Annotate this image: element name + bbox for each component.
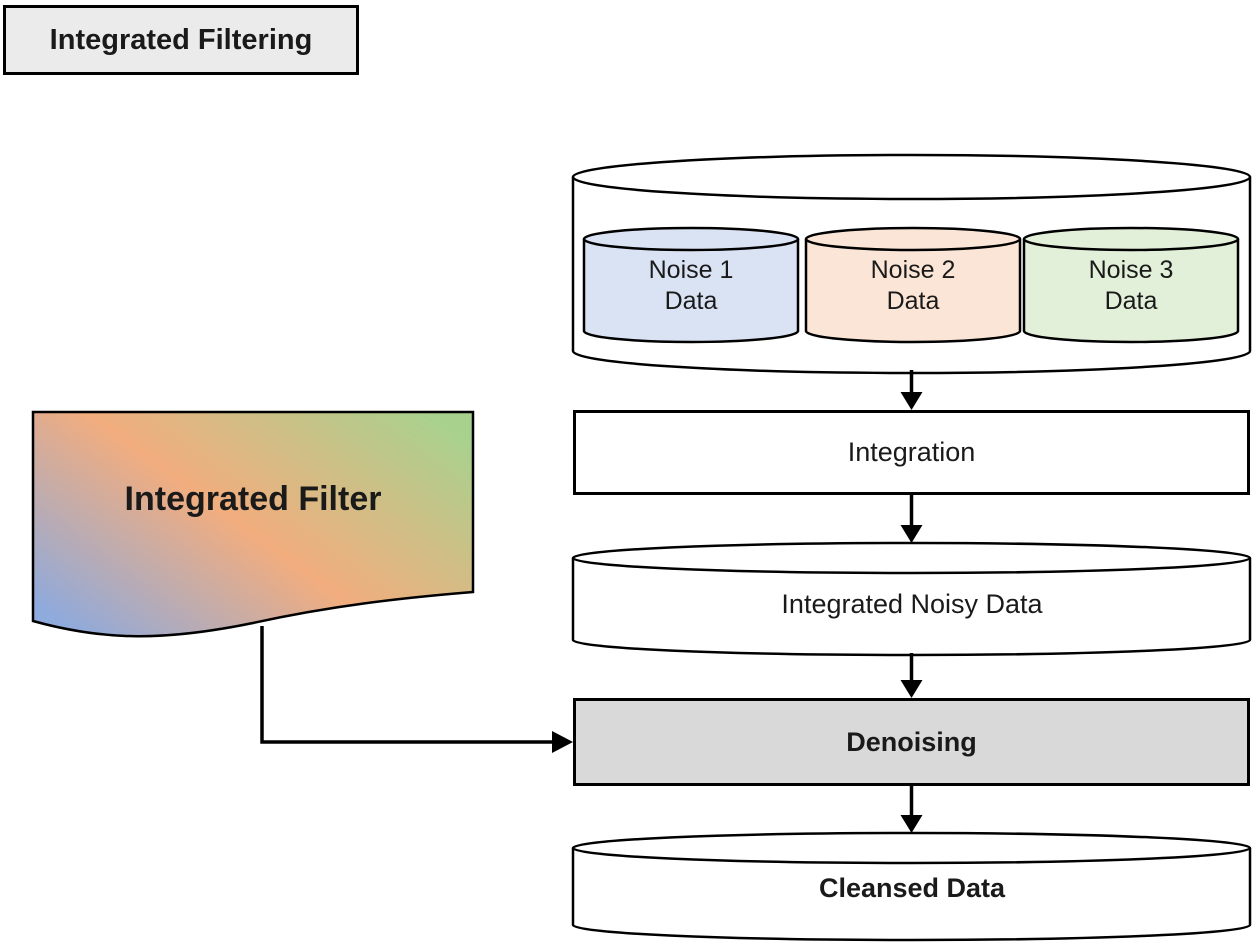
denoising-step-box: Denoising	[573, 698, 1250, 786]
filter-to-denoising-arrowhead	[552, 731, 573, 753]
integrated-noisy-data-label: Integrated Noisy Data	[781, 589, 1043, 620]
diagram-title: Integrated Filtering	[49, 23, 313, 56]
flow-arrow-db-to-integration	[900, 370, 923, 410]
noise-2-data-label: Noise 2 Data	[870, 255, 956, 315]
diagram-title-box: Integrated Filtering	[3, 5, 359, 75]
flow-arrow-noisy-data-to-denoising	[900, 653, 923, 698]
cleansed-data-cylinder	[571, 831, 1252, 942]
noise-3-cylinder	[1022, 226, 1240, 344]
flow-arrow-integration-to-noisy-data	[900, 495, 923, 543]
noise-1-data-label: Noise 1 Data	[648, 255, 734, 315]
noise-3-data-label: Noise 3 Data	[1088, 255, 1174, 315]
noise-1-cylinder	[582, 226, 800, 344]
integration-step-label: Integration	[847, 437, 976, 467]
integrated-filter-shape	[31, 410, 475, 638]
integrated-filter-label: Integrated Filter	[124, 479, 382, 518]
integrated-noisy-data-cylinder	[571, 541, 1252, 657]
cleansed-data-label: Cleansed Data	[818, 873, 1006, 904]
flow-arrow-denoising-to-cleansed	[900, 786, 923, 833]
noise-2-cylinder	[804, 226, 1022, 344]
denoising-step-label: Denoising	[846, 726, 977, 757]
integration-step-box: Integration	[573, 410, 1250, 495]
filter-to-denoising-connector	[260, 626, 554, 744]
